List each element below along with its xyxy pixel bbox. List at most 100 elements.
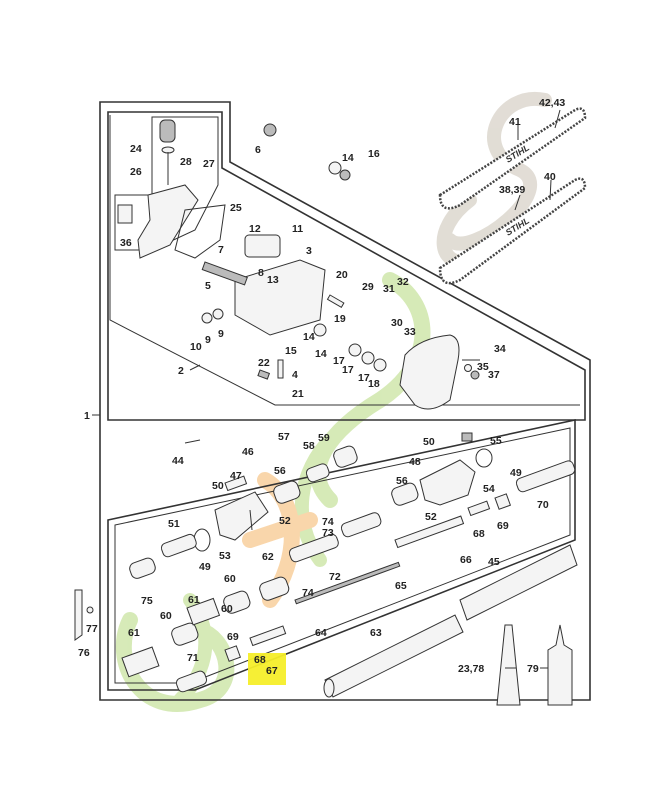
callout-79: 79	[527, 663, 539, 675]
bearing-60a	[223, 590, 251, 614]
callout-31: 31	[383, 283, 395, 295]
highlight-67-68	[248, 653, 286, 685]
callout-30: 30	[391, 317, 403, 329]
callout-labels: 1 2 3 4 5 6 7 8 9 9 10 11 12 13 14 14 14…	[78, 97, 565, 677]
callout-14b: 14	[303, 331, 315, 343]
callout-66: 66	[460, 554, 472, 566]
tube-lower	[324, 614, 464, 698]
spring-61a	[186, 597, 221, 626]
callout-69b: 69	[497, 520, 509, 532]
oil-bottle-79	[547, 624, 573, 706]
sleeve-58	[305, 463, 330, 483]
leader-lines	[92, 109, 561, 669]
guide-bar-lower: STIHL	[438, 177, 587, 285]
callout-16: 16	[368, 148, 380, 160]
callout-71: 71	[187, 652, 199, 664]
callout-74a: 74	[322, 516, 334, 528]
callout-35: 35	[477, 361, 489, 373]
grease-tube-2378	[496, 624, 521, 706]
bushing-69b	[494, 493, 512, 510]
main-frame-outer	[99, 101, 591, 701]
callout-22: 22	[258, 357, 270, 369]
callout-73: 73	[322, 527, 334, 539]
callout-32: 32	[397, 276, 409, 288]
callout-25: 25	[230, 202, 242, 214]
bushing-69a	[224, 645, 242, 662]
callout-60b: 60	[160, 610, 172, 622]
plate-47	[224, 475, 248, 492]
callout-64: 64	[315, 627, 327, 639]
callout-15: 15	[285, 345, 297, 357]
callout-53: 53	[219, 550, 231, 562]
spring-22	[257, 369, 271, 380]
callout-49b: 49	[510, 467, 522, 479]
callout-11: 11	[292, 223, 303, 235]
tube-lower-end	[323, 678, 335, 698]
callout-57: 57	[278, 431, 290, 443]
stray-part-76-77	[74, 589, 94, 641]
sprocket-14	[328, 161, 342, 175]
callout-74b: 74	[302, 587, 314, 599]
washer-9a	[201, 312, 213, 324]
spring-61b	[121, 646, 160, 678]
callout-17b: 17	[342, 364, 354, 376]
disc-17b	[361, 351, 375, 365]
callout-62: 62	[262, 551, 274, 563]
chain-41	[438, 107, 587, 210]
callout-10: 10	[190, 341, 202, 353]
callout-12: 12	[249, 223, 261, 235]
bolt-4	[277, 359, 284, 379]
callout-52a: 52	[279, 515, 291, 527]
callout-56b: 56	[396, 475, 408, 487]
callout-13: 13	[267, 274, 279, 286]
callout-28: 28	[180, 156, 192, 168]
callout-44: 44	[172, 455, 184, 467]
chain-40	[438, 177, 587, 285]
gear-head-parts	[117, 119, 480, 410]
callout-72: 72	[329, 571, 341, 583]
bushing-56a	[273, 480, 301, 504]
drive-shaft-63	[294, 561, 401, 605]
callout-3: 3	[306, 245, 312, 257]
nut-37	[470, 370, 480, 380]
tube-75	[129, 557, 156, 579]
coupling-68	[467, 500, 491, 517]
callout-51: 51	[168, 518, 180, 530]
sleeve-59	[333, 445, 358, 468]
housing-48	[419, 459, 476, 506]
callout-68a: 68	[254, 654, 266, 666]
callout-55: 55	[490, 435, 502, 447]
callout-58: 58	[303, 440, 315, 452]
callout-50a: 50	[212, 480, 224, 492]
callout-65: 65	[395, 580, 407, 592]
washer-9b	[212, 308, 224, 320]
callout-63: 63	[370, 627, 382, 639]
knob-55	[461, 432, 473, 442]
oil-cap	[159, 119, 176, 143]
callout-5: 5	[205, 280, 211, 292]
callout-14a: 14	[342, 152, 354, 164]
star-sprocket	[339, 169, 351, 181]
gasket-25	[174, 204, 226, 259]
callout-50b: 50	[423, 436, 435, 448]
callout-46: 46	[242, 446, 254, 458]
callout-27: 27	[203, 158, 215, 170]
oil-tank	[137, 184, 199, 259]
callout-56a: 56	[274, 465, 286, 477]
callout-8: 8	[258, 267, 264, 279]
sprocket-cover-34	[399, 334, 460, 410]
tube-stub	[160, 533, 197, 558]
callout-60c: 60	[221, 603, 233, 615]
coupling-67	[249, 625, 287, 647]
callout-48: 48	[409, 456, 421, 468]
callout-34: 34	[494, 343, 506, 355]
callout-17a: 17	[333, 355, 345, 367]
callout-76: 76	[78, 647, 90, 659]
bracket-76	[74, 589, 83, 641]
main-frame-inner	[107, 111, 586, 421]
callout-40: 40	[544, 171, 556, 183]
nut-35	[464, 364, 472, 372]
gear-6	[263, 123, 277, 137]
callout-17c: 17	[358, 372, 370, 384]
tube-72	[288, 533, 339, 563]
